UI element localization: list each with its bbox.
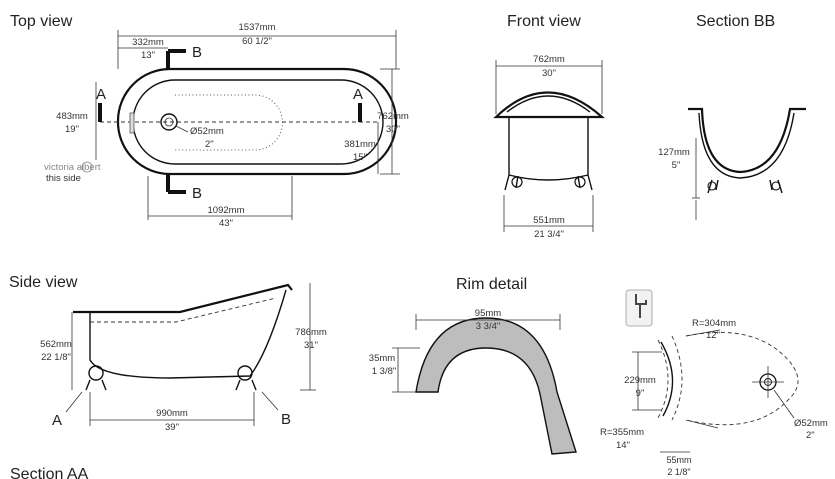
front-view-drawing: 762mm 30" 551mm 21 3/4" (493, 54, 605, 240)
rim-width-in: 3 3/4" (476, 321, 501, 332)
tub-outer-outline (116, 67, 398, 176)
side-view-title: Side view (9, 274, 78, 291)
waste-r1-mm: R=304mm (692, 318, 736, 329)
side-height-mm: 562mm (40, 339, 72, 350)
top-width-in: 30" (386, 124, 400, 135)
waste-inner (164, 117, 174, 127)
brand-note: this side (46, 173, 81, 184)
brand-logo-mark (81, 161, 93, 173)
top-end-in: 19" (65, 124, 79, 135)
side-height-in: 22 1/8" (41, 352, 71, 363)
waste-span-in: 9" (636, 388, 645, 399)
rim-height-mm: 35mm (369, 353, 395, 364)
top-marker-b-lower: B (192, 185, 202, 202)
waste-dia-mm: Ø52mm (794, 418, 828, 429)
top-base-in: 43" (219, 218, 233, 229)
brand-logo: victoria albert (44, 162, 101, 173)
side-marker-a: A (52, 412, 62, 429)
basin-floor-dotted (175, 94, 283, 151)
top-length-mm: 1537mm (239, 22, 276, 33)
top-offset-in: 13" (141, 50, 155, 61)
rim-profile (415, 317, 577, 455)
waste-dia-in: 2" (806, 430, 815, 441)
rim-detail-drawing: 95mm 3 3/4" 35mm 1 3/8" (369, 308, 577, 455)
waste-outer (160, 113, 178, 131)
rim-height-in: 1 3/8" (372, 366, 397, 377)
bb-height-in: 5" (672, 160, 681, 171)
waste-gap-mm: 55mm (666, 455, 691, 465)
top-base-mm: 1092mm (208, 205, 245, 216)
top-view-drawing: B B A A 1537mm 60 1/2" 332mm 13" 762mm 3… (44, 22, 409, 229)
tap-icon (635, 294, 647, 318)
front-feet-in: 21 3/4" (534, 229, 564, 240)
top-width-mm: 762mm (377, 111, 409, 122)
top-offset-mm: 332mm (132, 37, 164, 48)
top-marker-a-left: A (96, 86, 106, 103)
front-width-mm: 762mm (533, 54, 565, 65)
side-feet-mm: 990mm (156, 408, 188, 419)
section-bb-title: Section BB (696, 13, 775, 30)
section-aa-title: Section AA (10, 466, 89, 479)
bb-height-mm: 127mm (658, 147, 690, 158)
waste-r1-in: 12" (706, 330, 720, 341)
front-feet-mm: 551mm (533, 215, 565, 226)
front-view-title: Front view (507, 13, 581, 30)
side-feet-in: 39" (165, 422, 179, 433)
front-width-in: 30" (542, 68, 556, 79)
waste-r2-mm: R=355mm (600, 427, 644, 438)
top-view-title: Top view (10, 13, 73, 30)
top-end-mm: 483mm (56, 111, 88, 122)
top-inner-mm: 381mm (344, 139, 376, 150)
top-inner-in: 15" (353, 152, 367, 163)
side-view-drawing: 562mm 22 1/8" 786mm 31" 990mm 39" A B (40, 283, 327, 433)
top-waste-mm: Ø52mm (190, 126, 224, 137)
top-marker-a-right: A (353, 86, 363, 103)
waste-detail-drawing: R=304mm 12" 229mm 9" R=355mm 14" 55mm 2 … (600, 289, 828, 477)
section-bb-drawing: 127mm 5" (658, 107, 806, 220)
waste-r2-in: 14" (616, 440, 630, 451)
top-marker-b-upper: B (192, 44, 202, 61)
side-marker-b: B (281, 411, 291, 428)
rim-width-mm: 95mm (475, 308, 501, 319)
side-total-mm: 786mm (295, 327, 327, 338)
side-total-in: 31" (304, 340, 318, 351)
overflow-plate (129, 112, 135, 134)
waste-gap-in: 2 1/8" (667, 467, 690, 477)
top-length-in: 60 1/2" (242, 36, 272, 47)
waste-span-mm: 229mm (624, 375, 656, 386)
top-waste-in: 2" (205, 139, 214, 150)
rim-detail-title: Rim detail (456, 276, 527, 293)
